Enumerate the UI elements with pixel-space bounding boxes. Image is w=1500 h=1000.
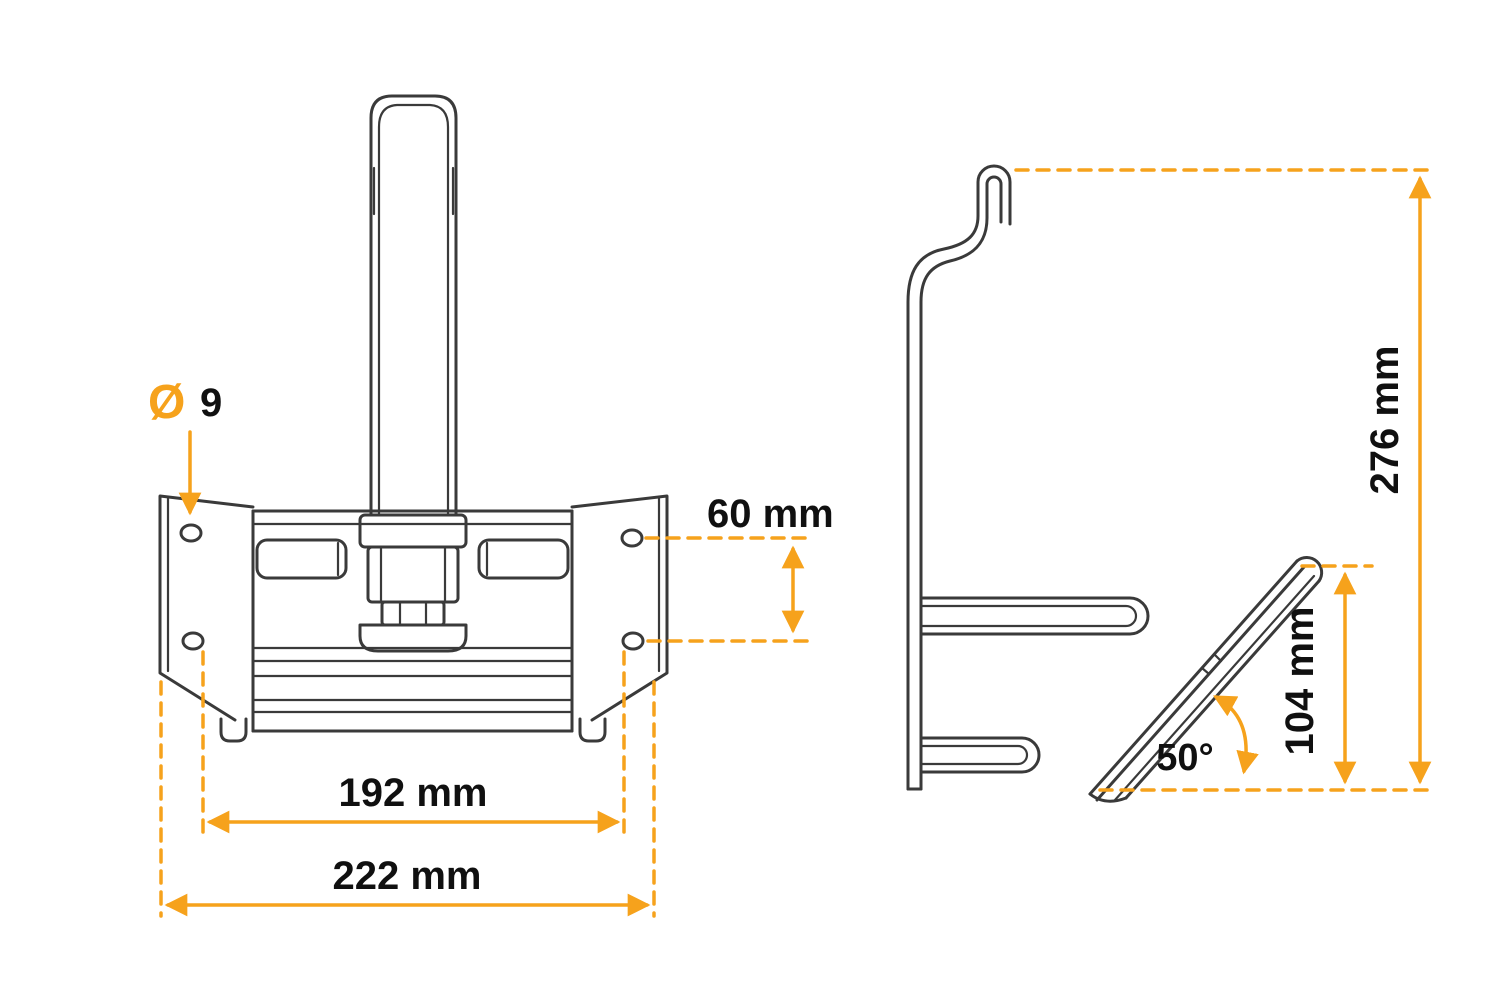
overall-height-label: 276 mm: [1363, 346, 1407, 495]
left-foot: [219, 717, 248, 743]
dim-overall-height: 276 mm: [1014, 168, 1436, 792]
dim-hole-spacing: 60 mm: [644, 492, 834, 643]
crossbar-body: [219, 509, 607, 743]
dim-rail-height: 104 mm: [1278, 564, 1374, 785]
rail-angle-arc: [1213, 695, 1259, 775]
angled-rail: [1088, 556, 1324, 803]
front-view: [158, 94, 669, 743]
rail-notch: [1200, 666, 1211, 676]
wall-plate-hook: [906, 164, 1012, 791]
mount-hole: [620, 528, 644, 548]
post-tube: [369, 94, 458, 517]
overall-width-label: 222 mm: [333, 854, 482, 898]
rail-height-label: 104 mm: [1278, 607, 1322, 756]
upper-slot: [919, 596, 1150, 636]
hole-diameter-value: 9: [200, 381, 222, 425]
lower-slot: [919, 736, 1041, 774]
hole-diameter-symbol: Ø: [148, 376, 185, 429]
right-foot: [578, 717, 607, 743]
clamp-stack: [358, 513, 468, 653]
side-view: [906, 164, 1324, 803]
dim-hole-diameter: Ø 9: [148, 376, 222, 516]
right-slot: [477, 538, 570, 580]
left-flange: [158, 494, 255, 722]
mount-hole: [621, 631, 645, 651]
dim-rail-angle: 50°: [1156, 695, 1259, 779]
mount-hole: [181, 631, 205, 651]
inner-width-label: 192 mm: [339, 771, 488, 815]
rail-notch: [1212, 652, 1223, 663]
rail-top-cap: [1295, 556, 1324, 583]
rail-bottom-cap: [1088, 792, 1128, 803]
dim-inner-width: 192 mm: [201, 650, 626, 837]
left-slot: [255, 538, 348, 580]
dim-overall-width: 222 mm: [159, 680, 656, 918]
rail-angle-label: 50°: [1156, 737, 1213, 779]
mount-hole: [179, 523, 203, 543]
hole-spacing-label: 60 mm: [707, 492, 834, 536]
